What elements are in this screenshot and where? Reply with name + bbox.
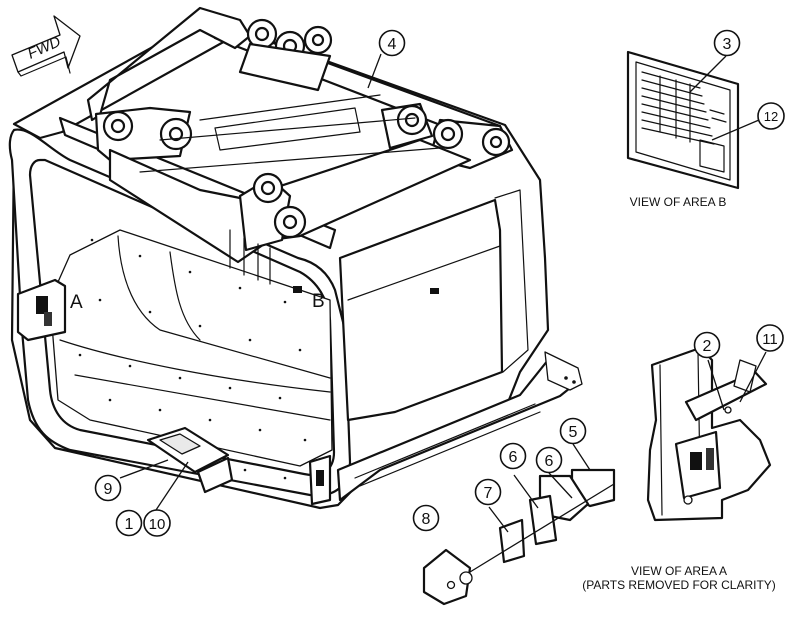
svg-text:8: 8 [422,511,431,528]
callout-10: 10 [143,509,171,537]
svg-text:5: 5 [569,424,578,441]
svg-text:12: 12 [764,109,778,124]
view-b-caption: VIEW OF AREA B [630,195,727,209]
svg-text:11: 11 [762,331,778,348]
callout-6a: 5 [559,417,587,445]
side-marker [430,288,439,294]
area-a-label: A [70,292,83,313]
callout-12: 12 [757,102,785,130]
view-a-caption-line2: (PARTS REMOVED FOR CLARITY) [582,578,776,592]
floor-perforations [78,238,307,480]
svg-text:10: 10 [149,516,166,533]
forward-arrow-icon: FWD [11,15,81,77]
cap-5 [422,548,472,606]
callout-3: 3 [713,29,741,57]
svg-text:1: 1 [125,516,134,533]
callout-11: 11 [756,324,784,352]
svg-text:9: 9 [104,481,113,498]
callout-9: 9 [94,474,122,502]
area-b-label: B [312,291,325,312]
basket-assembly [8,6,583,510]
plate-8 [498,518,526,564]
callout-8: 7 [474,478,502,506]
svg-text:7: 7 [484,485,493,502]
callout-7: 6 [499,442,527,470]
svg-text:3: 3 [723,36,732,53]
callout-4: 4 [378,29,406,57]
bracket-detail-view [646,346,772,522]
svg-text:6: 6 [545,453,554,470]
callout-2: 2 [693,331,721,359]
marker-b [293,286,302,293]
callout-5: 8 [412,504,440,532]
svg-text:4: 4 [388,36,397,53]
data-plate-view [626,50,740,190]
svg-text:2: 2 [703,338,712,355]
callout-1: 1 [115,509,143,537]
callout-6b: 6 [535,446,563,474]
view-a-caption-line1: VIEW OF AREA A [631,564,727,578]
svg-text:6: 6 [509,449,518,466]
callout-leaders [119,53,767,533]
removed-parts [422,468,616,606]
